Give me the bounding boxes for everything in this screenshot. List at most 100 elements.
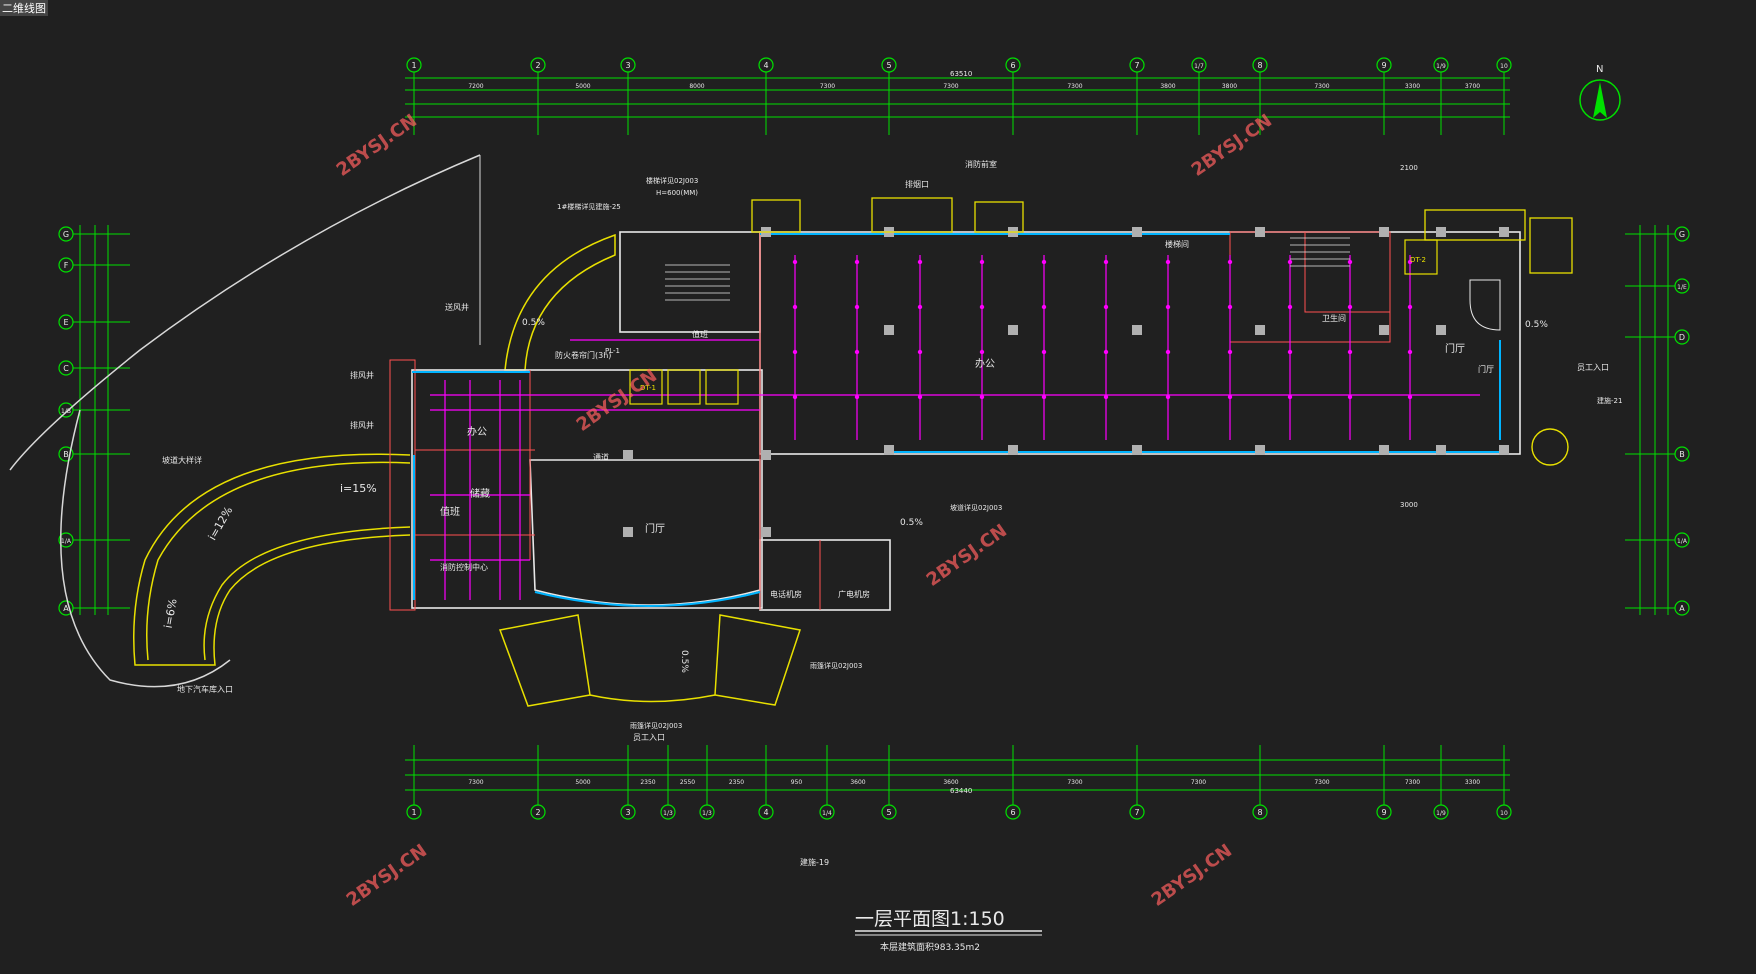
- watermark-text: 2BYSJ.CN: [1148, 840, 1236, 911]
- axis-label: B: [63, 450, 69, 459]
- staff-entry-label: 员工入口: [633, 733, 665, 742]
- sprinkler-head: [1227, 259, 1233, 265]
- axis-marker: 10: [1496, 57, 1512, 135]
- sprinkler-head: [854, 259, 860, 265]
- left-dimension-lines: [79, 225, 109, 615]
- column: [1379, 445, 1389, 455]
- sprinkler-head: [854, 304, 860, 310]
- roof-vents: [751, 197, 1573, 274]
- note-left: 1#楼梯详见建施-25: [557, 202, 621, 211]
- column: [884, 445, 894, 455]
- axis-marker: 8: [1252, 745, 1268, 820]
- axis-marker: 8: [1252, 57, 1268, 135]
- sprinkler-head: [1347, 394, 1353, 400]
- dim-2100: 2100: [1400, 164, 1418, 172]
- top-span-label: 7300: [943, 83, 958, 90]
- top-span-label: 5000: [575, 83, 590, 90]
- column: [1436, 445, 1446, 455]
- plan-title: 一层平面图1:150: [855, 908, 1005, 930]
- watermark-text: 2BYSJ.CN: [1188, 110, 1276, 181]
- axis-label: 2: [535, 61, 540, 70]
- axis-marker: B: [1625, 446, 1690, 462]
- top-total-dimension: 63510: [950, 70, 972, 78]
- top-span-label: 3800: [1222, 83, 1237, 90]
- north-label: N: [1596, 64, 1603, 75]
- site-boundary-curve: [9, 154, 481, 688]
- document-tab-label[interactable]: 二维线图: [0, 0, 48, 16]
- sprinkler-head: [1103, 304, 1109, 310]
- label-power: 电话机房: [770, 589, 802, 599]
- room-labels: 办公 门厅 办公 储藏 值班 消防控制中心 电话机房 广电机房 门厅 通道 值班…: [350, 159, 1465, 599]
- axis-marker: 4: [758, 745, 774, 820]
- sprinkler-head: [1407, 304, 1413, 310]
- axis-label: 1/4: [822, 810, 832, 817]
- axis-label: 10: [1500, 810, 1508, 817]
- sprinkler-head: [1103, 349, 1109, 355]
- axis-marker: A: [1625, 600, 1690, 616]
- axis-marker: 1/3: [660, 745, 676, 820]
- garage-entry-label: 地下汽车库入口: [177, 684, 233, 694]
- bottom-span-label: 7300: [1405, 779, 1420, 786]
- axis-marker: 1/A: [1625, 532, 1690, 548]
- axis-marker: 9: [1376, 745, 1392, 820]
- axis-label: 3: [625, 808, 630, 817]
- axis-label: F: [64, 261, 69, 270]
- axis-label: 1/A: [1677, 538, 1688, 545]
- sprinkler-head: [792, 304, 798, 310]
- column: [1132, 227, 1142, 237]
- column: [884, 325, 894, 335]
- label-fire-door: 防火卷帘门(3h): [555, 350, 611, 360]
- bottom-span-label: 2350: [640, 779, 655, 786]
- sprinkler-head: [917, 349, 923, 355]
- axis-label: 6: [1010, 61, 1015, 70]
- axis-marker: 3: [620, 745, 636, 820]
- curved-entrance-wall: [504, 233, 616, 371]
- axis-label: 1/3: [663, 810, 673, 817]
- axis-marker: B: [58, 446, 130, 462]
- bottom-dimension-lines: [405, 759, 1510, 791]
- ramp-slope-6: i=6%: [162, 598, 180, 630]
- right-stair-curve: [1469, 279, 1501, 331]
- axis-marker: 7: [1129, 745, 1145, 820]
- axis-label: G: [1679, 230, 1685, 239]
- axis-marker: 1/9: [1433, 57, 1449, 135]
- sprinkler-head: [1287, 394, 1293, 400]
- axis-marker: A: [58, 600, 130, 616]
- axis-marker: 10: [1496, 745, 1512, 820]
- dim-3000: 3000: [1400, 501, 1418, 509]
- sprinkler-head: [1165, 304, 1171, 310]
- axis-label: 10: [1500, 63, 1508, 70]
- column: [1436, 325, 1446, 335]
- axis-label: 5: [886, 808, 891, 817]
- north-arrow: [1579, 79, 1621, 121]
- door-label: 门厅: [1478, 364, 1494, 374]
- column: [1499, 227, 1509, 237]
- riser-label: PL-1: [605, 347, 620, 355]
- right-round-column: [1531, 428, 1569, 466]
- label-exhaust: 排风井: [350, 370, 374, 380]
- sprinkler-head: [1165, 349, 1171, 355]
- bottom-span-label: 7300: [1314, 779, 1329, 786]
- axis-marker: 1/4: [819, 745, 835, 820]
- axis-marker: 1: [406, 745, 422, 820]
- top-span-label: 3800: [1160, 83, 1175, 90]
- sprinkler-head: [1347, 349, 1353, 355]
- label-duty2: 值班: [692, 329, 708, 339]
- label-office-left: 办公: [467, 425, 487, 438]
- top-span-label: 7200: [468, 83, 483, 90]
- vehicle-ramp: [133, 453, 411, 666]
- axis-label: D: [1679, 333, 1685, 342]
- axis-label: 3: [625, 61, 630, 70]
- area-note: 本层建筑面积983.35m2: [880, 941, 980, 953]
- axis-marker: 1/A: [58, 532, 130, 548]
- axis-marker: 6: [1005, 745, 1021, 820]
- label-gas: 消防前室: [965, 159, 997, 169]
- sprinkler-head: [792, 259, 798, 265]
- column: [1132, 445, 1142, 455]
- axis-marker: F: [58, 257, 130, 273]
- bottom-span-label: 7300: [1067, 779, 1082, 786]
- sprinkler-head: [979, 349, 985, 355]
- column: [761, 450, 771, 460]
